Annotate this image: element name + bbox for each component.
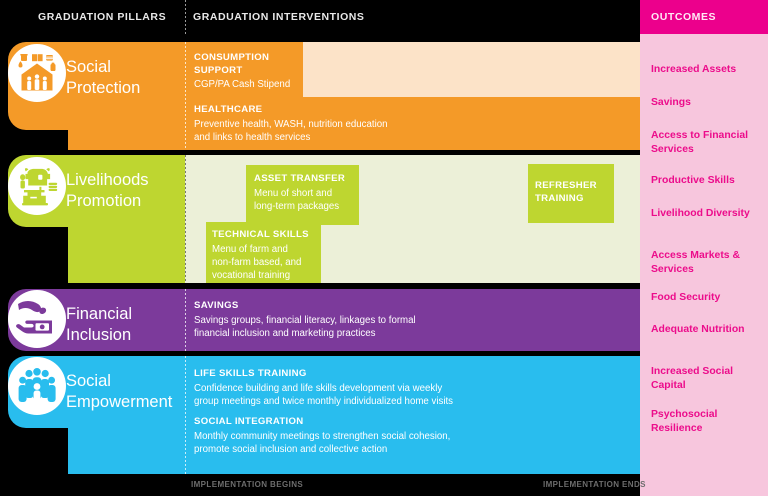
outcome-item: Livelihood Diversity: [651, 208, 750, 219]
refresher-training-block: [528, 164, 614, 223]
column-header-outcomes: OUTCOMES: [640, 0, 768, 34]
outcome-item: Productive Skills: [651, 175, 735, 186]
social-protection-dotted-divider: [185, 42, 186, 150]
intervention-heading: REFRESHER TRAINING: [535, 180, 597, 204]
intervention-body: Menu of short and long-term packages: [254, 187, 340, 212]
header-dotted-divider: [185, 0, 186, 34]
cow-sewing-machine-icon: [8, 157, 66, 215]
pillar-title-social-empowerment: Social Empowerment: [66, 372, 173, 411]
intervention-healthcare: HEALTHCARE Preventive health, WASH, nutr…: [194, 104, 524, 144]
intervention-technical-skills: TECHNICAL SKILLS Menu of farm and non-fa…: [212, 229, 322, 282]
asset-transfer-block: [246, 165, 359, 225]
social-protection-tint-block: [303, 42, 640, 97]
people-group-icon: [8, 357, 66, 415]
outcome-item: Savings: [651, 97, 691, 108]
pillar-title-financial-inclusion: Financial Inclusion: [66, 305, 133, 344]
intervention-heading: SAVINGS: [194, 300, 239, 311]
financial-inclusion-dotted-divider: [185, 289, 186, 351]
intervention-refresher-training: REFRESHER TRAINING: [535, 180, 615, 205]
intervention-savings: SAVINGS Savings groups, financial litera…: [194, 300, 544, 340]
outcome-item: Access to Financial Services: [651, 130, 749, 155]
hand-money-icon: [8, 290, 66, 348]
footer-implementation-begins: IMPLEMENTATION BEGINS: [191, 480, 304, 489]
intervention-life-skills-training: LIFE SKILLS TRAINING Confidence building…: [194, 368, 594, 408]
livelihoods-title-block: [68, 155, 185, 283]
column-header-interventions: GRADUATION INTERVENTIONS: [193, 0, 364, 34]
intervention-body: Savings groups, financial literacy, link…: [194, 314, 416, 339]
intervention-body: Preventive health, WASH, nutrition educa…: [194, 118, 388, 143]
social-empowerment-bar: [68, 356, 640, 474]
intervention-social-integration: SOCIAL INTEGRATION Monthly community mee…: [194, 416, 594, 456]
outcome-item: Adequate Nutrition: [651, 324, 745, 335]
outcome-item: Access Markets & Services: [651, 250, 740, 275]
outcome-item: Increased Assets: [651, 64, 737, 75]
pillar-title-social-protection: Social Protection: [66, 58, 141, 97]
pillar-title-livelihoods: Livelihoods Promotion: [66, 171, 149, 210]
intervention-consumption-support: CONSUMPTION SUPPORT CGP/PA Cash Stipend: [194, 52, 309, 91]
outcome-item: Increased Social Capital: [651, 366, 734, 391]
intervention-heading: LIFE SKILLS TRAINING: [194, 368, 307, 379]
intervention-body: Menu of farm and non-farm based, and voc…: [212, 243, 302, 281]
technical-skills-block: [206, 222, 321, 283]
intervention-heading: CONSUMPTION SUPPORT: [194, 52, 270, 76]
column-header-outcomes-label: OUTCOMES: [651, 11, 717, 23]
livelihoods-dotted-divider: [185, 155, 186, 283]
intervention-heading: TECHNICAL SKILLS: [212, 229, 309, 240]
outcomes-panel: Increased Assets Savings Access to Finan…: [640, 34, 768, 496]
column-header-interventions-label: GRADUATION INTERVENTIONS: [193, 11, 365, 23]
intervention-heading: SOCIAL INTEGRATION: [194, 416, 304, 427]
footer-implementation-ends: IMPLEMENTATION ENDS: [543, 480, 646, 489]
outcome-item: Psychosocial Resilience: [651, 409, 718, 434]
column-header-pillars-label: GRADUATION PILLARS: [38, 11, 167, 23]
intervention-body: Confidence building and life skills deve…: [194, 382, 454, 407]
intervention-heading: HEALTHCARE: [194, 104, 263, 115]
financial-inclusion-bar: [68, 289, 640, 351]
social-empowerment-dotted-divider: [185, 356, 186, 474]
intervention-heading: ASSET TRANSFER: [254, 173, 346, 184]
house-family-icon: [8, 44, 66, 102]
intervention-body: Monthly community meetings to strengthen…: [194, 430, 451, 455]
intervention-asset-transfer: ASSET TRANSFER Menu of short and long-te…: [254, 173, 359, 213]
intervention-body: CGP/PA Cash Stipend: [194, 79, 291, 91]
outcome-item: Food Security: [651, 292, 721, 303]
column-header-pillars: GRADUATION PILLARS: [38, 0, 166, 34]
